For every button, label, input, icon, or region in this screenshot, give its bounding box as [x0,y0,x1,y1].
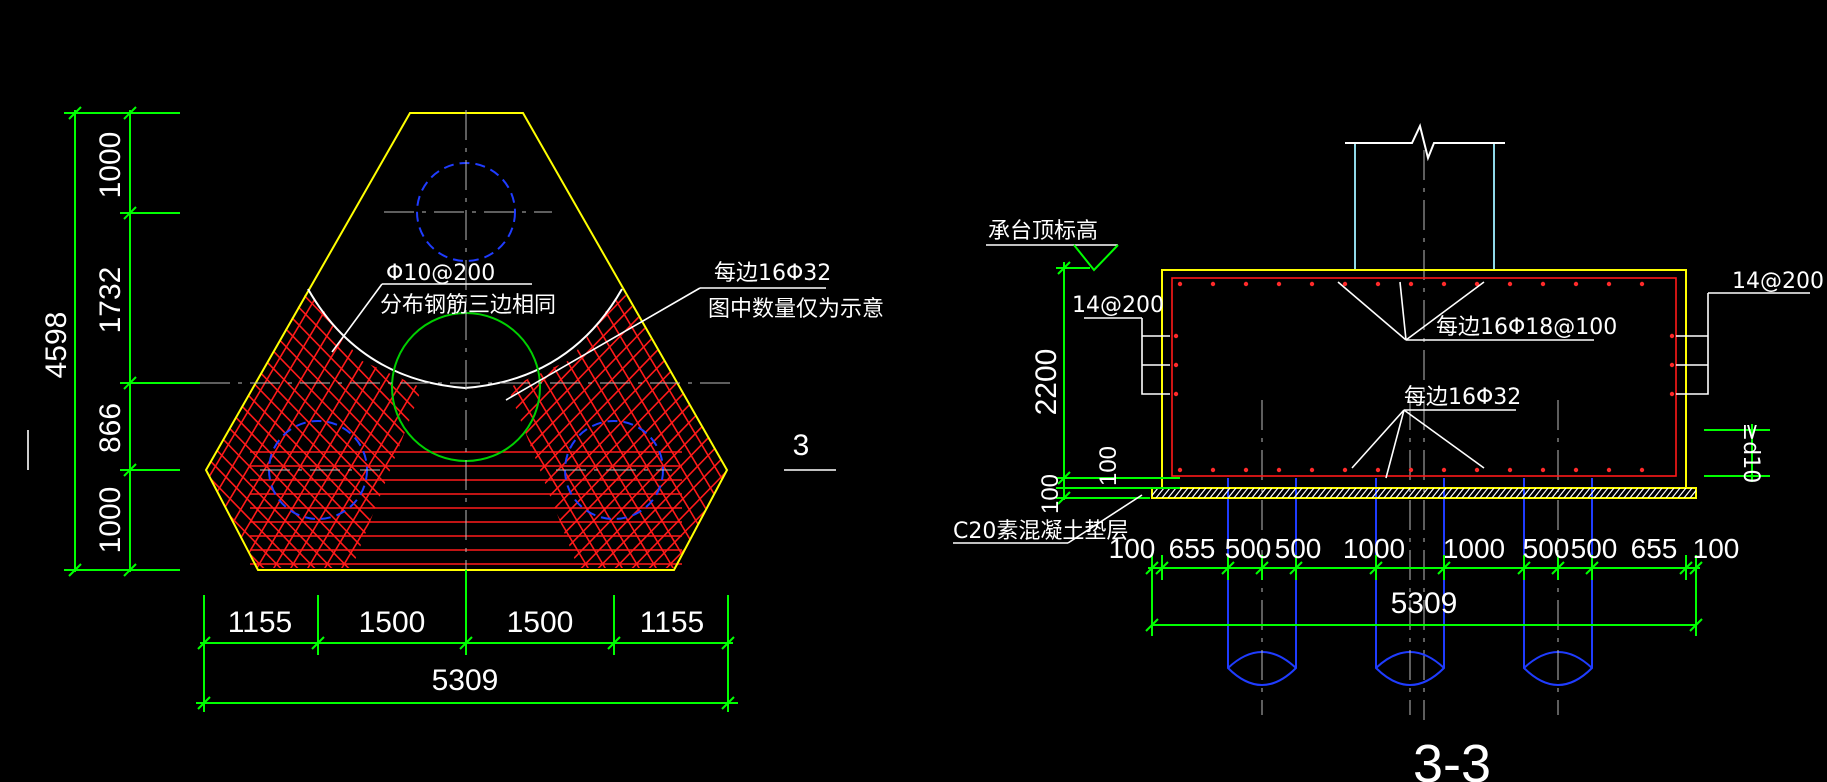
cushion-label: C20素混凝土垫层 [953,519,1128,544]
dim-vertical-2: 1732 [94,267,127,334]
top-bars-label: 每边16Φ18@100 [1436,315,1617,340]
leader-line [1337,281,1407,341]
section-horizontal-dims [1145,555,1703,636]
rebar-dots [1173,281,1675,473]
cushion-hatch [1152,488,1696,498]
leader-line [331,283,383,353]
section-dim-10: 100 [1693,533,1740,564]
dim-vertical-3: 866 [94,403,127,453]
dim-vertical-1: 1000 [94,132,127,199]
dim-horizontal-3: 1500 [507,606,574,639]
section-dim-7: 500 [1523,533,1570,564]
section-mark: 3 [793,429,810,462]
section-dim-1: 100 [1109,533,1156,564]
section-dim-4: 500 [1275,533,1322,564]
dimension-vertical [64,106,200,577]
note-main-bars: 每边16Φ32 [714,261,831,286]
dim-horizontal-4: 1155 [640,606,705,639]
pile-cap-outline [204,112,729,571]
right-rebar-label: 14@200 [1732,269,1824,294]
section-dim-3: 500 [1225,533,1272,564]
dim-total-horizontal: 5309 [432,664,499,697]
section-vertical-dims [1056,261,1180,505]
leader-line [1399,281,1407,341]
rebar-hatch [206,289,727,568]
cushion-layer [1151,487,1697,499]
leader-line [1676,293,1709,395]
dim-vertical-4: 1000 [94,487,127,554]
leader-line [505,287,701,401]
section-title: 3-3 [1413,734,1491,782]
section-dim-8: 500 [1571,533,1618,564]
dim-horizontal-1: 1155 [228,606,293,639]
rebar-cage [1171,277,1677,477]
leader-line [1405,281,1485,341]
dim-cushion: 100 [1037,474,1064,514]
plan-view: 4598 1000 1732 866 1000 1155 1500 1500 1… [27,106,884,712]
cover-label: ≥d10 [1738,423,1763,483]
leader-line [1403,409,1485,469]
note-distribution-same: 分布钢筋三边相同 [380,293,556,318]
elevation-label: 承台顶标高 [988,219,1098,244]
dim-cap-height: 2200 [1030,349,1063,416]
section-dim-6: 1000 [1443,533,1505,564]
note-distribution-rebar: Φ10@200 [386,261,495,286]
hatch-arc-edge [307,288,623,390]
elevation-triangle [1073,244,1119,272]
section-view: 14@200 14@200 每边16Φ18@100 每边16Φ32 承台顶标高 [953,123,1824,782]
left-rebar-label: 14@200 [1072,293,1164,318]
bottom-bars-label: 每边16Φ32 [1404,385,1521,410]
dimension-horizontal [196,570,738,712]
leader-line [1067,494,1143,544]
dim-horizontal-2: 1500 [359,606,426,639]
dim-total-vertical: 4598 [40,312,73,379]
section-dim-2: 655 [1169,533,1216,564]
leader-line [1141,318,1170,395]
section-dim-total: 5309 [1391,587,1458,620]
note-schematic: 图中数量仅为示意 [708,297,884,322]
section-dim-9: 655 [1631,533,1678,564]
leader-line [1351,409,1405,469]
column-break-line [1345,123,1505,162]
section-dim-5: 1000 [1343,533,1405,564]
dim-cover: 100 [1095,446,1122,486]
leader-line [1385,409,1405,479]
